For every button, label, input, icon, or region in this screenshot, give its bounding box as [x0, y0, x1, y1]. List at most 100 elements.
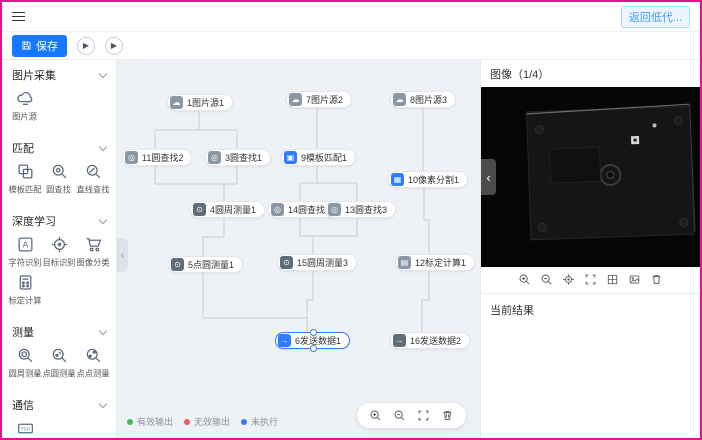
grid-icon[interactable]	[606, 273, 619, 286]
node-label: 14圆查找4	[288, 205, 331, 215]
red-dot-icon	[184, 418, 191, 425]
step-play-icon: ▶	[110, 40, 118, 50]
tool-item-line-find[interactable]: 直线查找	[76, 162, 110, 196]
sidebar-collapse-handle[interactable]: ‹	[117, 238, 128, 272]
section-title: 测量	[12, 327, 34, 339]
flow-node-calibration-calc-1[interactable]: ▤12标定计算1	[395, 254, 476, 271]
image-compare-icon[interactable]	[628, 273, 641, 286]
flow-node-circle-find-1[interactable]: ◎ 3圆查找1	[205, 149, 272, 166]
back-to-lowcode-button[interactable]: 返回低代...	[620, 5, 690, 28]
svg-text:A: A	[22, 240, 28, 250]
current-result-panel: 当前结果	[481, 294, 700, 438]
section-items: 图片源	[2, 88, 116, 133]
flow-node-template-match-1[interactable]: ▣9模板匹配1	[281, 149, 357, 166]
node-label: 8图片源3	[410, 95, 448, 105]
top-bar: 返回低代...	[2, 2, 700, 32]
image-classify-icon	[86, 238, 101, 252]
status-legend: 有效输出 无效输出 未执行	[127, 415, 278, 428]
tool-item-template-match[interactable]: 模板匹配	[8, 162, 42, 196]
node-label: 10像素分割1	[408, 175, 460, 185]
save-label: 保存	[36, 40, 58, 53]
delete-icon[interactable]	[441, 409, 454, 422]
tool-item-circle-measure[interactable]: 圆周测量	[8, 346, 42, 380]
flow-canvas[interactable]: ‹ ☁1图片源1 ☁7图片源2 ☁8图片源3 ◎11圆查找2 ◎3圆查找1 ▣9…	[117, 60, 480, 438]
section-items: A 字符识别 目标识别 图像分类 标定计算	[2, 234, 116, 317]
section-title: 图片采集	[12, 70, 56, 82]
flow-node-circle-find-3[interactable]: ◎13圆查找3	[325, 201, 397, 218]
image-panel-title: 图像（1/4）	[490, 69, 550, 81]
section-measurement[interactable]: 测量	[2, 317, 116, 345]
node-label: 16发送数据2	[410, 336, 462, 346]
zoom-in-icon[interactable]	[369, 409, 382, 422]
send-data-icon: →	[278, 334, 291, 347]
tool-item-label: 圆查找	[46, 185, 72, 195]
flow-node-circle-find-2[interactable]: ◎ 11圆查找2	[122, 149, 193, 166]
circle-find-icon: ◎	[208, 151, 221, 164]
node-label: 11圆查找2	[142, 153, 184, 163]
tool-item-circle-find[interactable]: 圆查找	[42, 162, 76, 196]
point-circle-measure-icon	[52, 348, 66, 363]
run-button[interactable]: ▶	[77, 36, 95, 55]
flow-node-send-data-1[interactable]: →6发送数据1	[275, 329, 351, 352]
image-viewer[interactable]: ‹	[481, 87, 700, 267]
tool-item-point-point-measure[interactable]: 点点测量	[76, 346, 110, 380]
section-communication[interactable]: 通信	[2, 390, 116, 418]
zoom-in-icon[interactable]	[518, 273, 531, 286]
section-matching[interactable]: 匹配	[2, 133, 116, 161]
section-image-acquisition[interactable]: 图片采集	[2, 60, 116, 88]
delete-icon[interactable]	[650, 273, 663, 286]
play-icon: ▶	[82, 40, 90, 50]
node-label: 3圆查找1	[225, 153, 263, 163]
flow-node-send-data-2[interactable]: → 16发送数据2	[390, 332, 471, 349]
fullscreen-icon[interactable]	[584, 273, 597, 286]
circle-measure-icon	[18, 348, 32, 363]
flow-edges	[154, 108, 430, 332]
tool-item-label: 目标识别	[42, 258, 76, 268]
svg-text:TCP: TCP	[20, 427, 30, 433]
menu-icon[interactable]	[12, 12, 25, 21]
fit-view-icon[interactable]	[417, 409, 430, 422]
tool-item-point-circle-measure[interactable]: 点圆测量	[42, 346, 76, 380]
measure-icon: ⊙	[193, 203, 206, 216]
tool-item-label: 图像分类	[76, 258, 110, 268]
green-dot-icon	[127, 418, 133, 425]
tool-item-tcp[interactable]: TCP tcp通信	[8, 419, 42, 438]
zoom-out-icon[interactable]	[540, 273, 553, 286]
tool-item-label: 点点测量	[76, 369, 110, 379]
flow-node-circle-measure-1[interactable]: ⊙4圆周测量1	[190, 201, 266, 218]
previous-image-button[interactable]: ‹	[481, 159, 496, 195]
char-recognition-icon: A	[18, 237, 32, 252]
chevron-down-icon	[98, 399, 108, 408]
main-area: 图片采集 图片源 匹配 模板匹配 圆查找	[2, 60, 700, 438]
legend-valid-output: 有效输出	[127, 415, 173, 428]
step-run-button[interactable]: ▶	[105, 36, 123, 55]
cloud-image-icon	[16, 91, 32, 105]
action-toolbar: 保存 ▶ ▶	[2, 32, 700, 60]
save-button[interactable]: 保存	[12, 34, 67, 57]
tool-item-char-recognition[interactable]: A 字符识别	[8, 235, 42, 269]
flow-node-image-source-2[interactable]: ☁7图片源2	[286, 91, 353, 108]
circle-find-icon: ◎	[125, 151, 138, 164]
blue-dot-icon	[241, 418, 248, 425]
cloud-icon: ☁	[289, 93, 302, 106]
flow-node-circle-measure-3[interactable]: ⊙15圆周测量3	[277, 254, 358, 271]
section-items: TCP tcp通信	[2, 418, 116, 438]
node-label: 1图片源1	[187, 98, 225, 108]
send-data-icon: →	[393, 334, 406, 347]
tool-item-target-recognition[interactable]: 目标识别	[42, 235, 76, 269]
circle-find-icon	[52, 164, 66, 179]
tool-item-calibration-calc[interactable]: 标定计算	[8, 273, 42, 307]
section-title: 深度学习	[12, 216, 56, 228]
flow-node-point-circle-measure-1[interactable]: ⊙5点圆测量1	[168, 256, 244, 273]
flow-node-segmentation-1[interactable]: ▦10像素分割1	[388, 171, 469, 188]
section-deep-learning[interactable]: 深度学习	[2, 206, 116, 234]
locate-crosshair-icon[interactable]	[562, 273, 575, 286]
tool-item-image-source[interactable]: 图片源	[8, 89, 42, 123]
section-items: 模板匹配 圆查找 直线查找	[2, 161, 116, 206]
tool-item-image-classify[interactable]: 图像分类	[76, 235, 110, 269]
section-items: 圆周测量 点圆测量 点点测量	[2, 345, 116, 390]
zoom-out-icon[interactable]	[393, 409, 406, 422]
calibration-calc-icon	[19, 275, 31, 290]
flow-node-image-source-3[interactable]: ☁8图片源3	[390, 91, 457, 108]
flow-node-image-source-1[interactable]: ☁1图片源1	[167, 94, 234, 111]
